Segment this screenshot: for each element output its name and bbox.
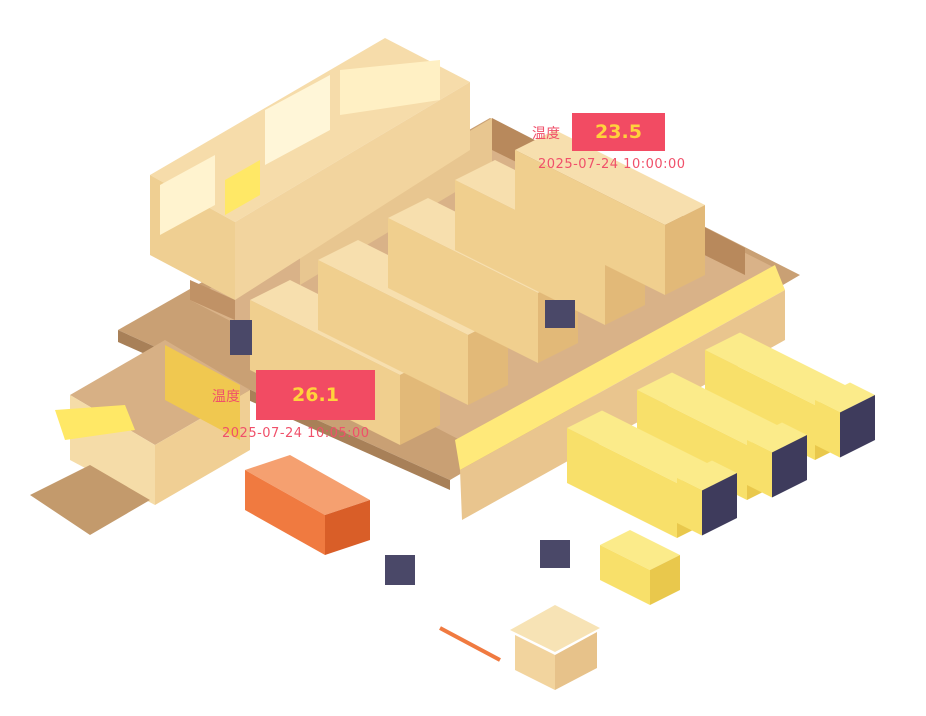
sensor-label: 温度 bbox=[212, 389, 240, 405]
temperature-value[interactable]: 26.1 bbox=[256, 370, 375, 420]
truck-trailer bbox=[567, 428, 677, 538]
truck-trailer bbox=[705, 332, 850, 405]
left-annex bbox=[30, 340, 250, 535]
shipping-container bbox=[245, 455, 370, 555]
truck-cab bbox=[747, 440, 772, 498]
rack bbox=[515, 130, 705, 225]
delivery-van bbox=[650, 555, 680, 605]
rack bbox=[455, 180, 605, 325]
truck-cab bbox=[747, 422, 807, 453]
sensor-label: 温度 bbox=[532, 126, 560, 142]
loading-wall bbox=[455, 265, 785, 470]
delivery-van bbox=[600, 530, 680, 570]
truck-trailer bbox=[637, 372, 782, 445]
guardhouse bbox=[439, 605, 600, 690]
rack bbox=[318, 260, 468, 405]
rack bbox=[388, 218, 538, 363]
truck-cab bbox=[677, 460, 737, 491]
sensor-timestamp: 2025-07-24 10:00:00 bbox=[538, 157, 686, 172]
delivery-van bbox=[600, 545, 650, 605]
truck-cab bbox=[815, 400, 840, 458]
truck-cab bbox=[772, 435, 807, 498]
trucks bbox=[567, 332, 875, 605]
truck-trailer bbox=[567, 410, 712, 483]
truck-cab bbox=[677, 478, 702, 536]
truck-cab bbox=[815, 382, 875, 413]
storage-racks bbox=[250, 130, 705, 445]
sensor-timestamp: 2025-07-24 10:05:00 bbox=[222, 426, 370, 441]
office-block bbox=[150, 38, 470, 320]
rack bbox=[515, 150, 665, 295]
truck-cab bbox=[840, 395, 875, 458]
rack bbox=[665, 205, 705, 295]
temperature-value[interactable]: 23.5 bbox=[572, 113, 665, 151]
truck-cab bbox=[702, 473, 737, 536]
forklifts bbox=[230, 300, 575, 585]
